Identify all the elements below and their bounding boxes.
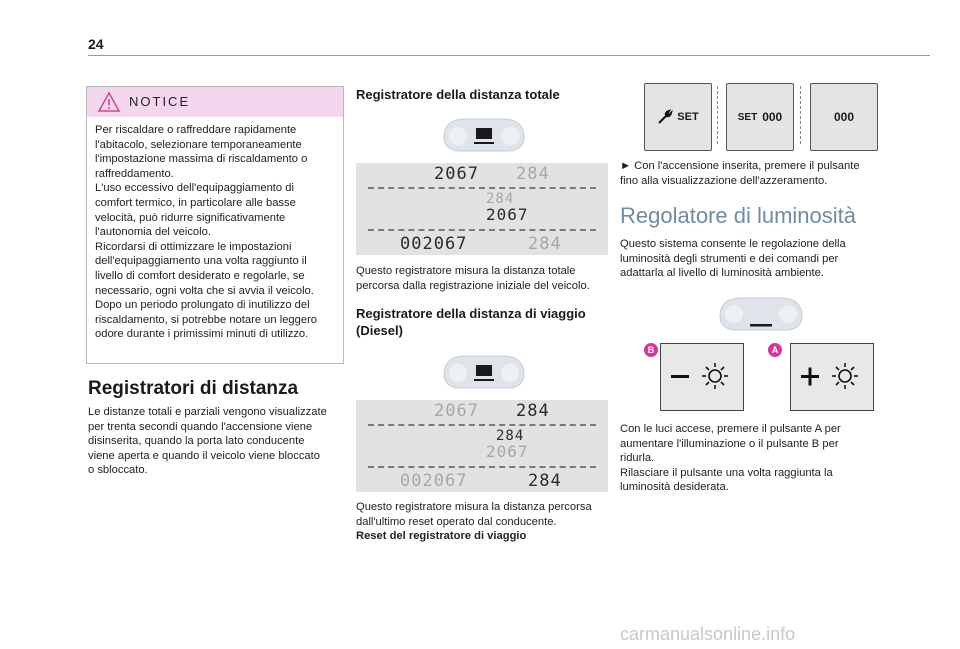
- text-line: Questo sistema consente le regolazione d…: [620, 238, 846, 250]
- text-line: viene aperta e quando il veicolo viene b…: [88, 449, 320, 462]
- text-line: dall'ultimo reset operato dal conducente…: [356, 515, 557, 528]
- set-000-button[interactable]: SET 000: [726, 83, 794, 151]
- notice-line: necessario, ogni volta che si avvia il v…: [95, 284, 314, 297]
- minus-sun-icon: [671, 363, 728, 389]
- notice-line: l'autonomia del veicolo.: [95, 226, 211, 239]
- dashed-separator: [368, 424, 596, 426]
- wrench-icon: [658, 109, 674, 124]
- dashed-separator: [368, 229, 596, 231]
- text-line: fino alla visualizzazione dell'azzeramen…: [620, 174, 828, 187]
- brightness-decrease-button[interactable]: [660, 343, 744, 411]
- text-line: luminosità desiderata.: [620, 481, 729, 494]
- section-title-distance: Registratori di distanza: [88, 378, 299, 399]
- notice-line: raffreddamento.: [95, 167, 174, 180]
- text-line: ► Con l'accensione inserita, premere il …: [620, 160, 860, 172]
- luminosity-intro: Questo sistema consente le regolazione d…: [620, 237, 920, 281]
- notice-line: dell'equipaggiamento una volta raggiunto…: [95, 255, 307, 268]
- dashed-separator: [368, 187, 596, 189]
- trip-caption: Questo registratore misura la distanza p…: [356, 500, 614, 544]
- text-line: aumentare l'illuminazione o il pulsante …: [620, 437, 839, 450]
- odo-value: 284: [528, 234, 562, 254]
- set-label: SET: [677, 111, 699, 123]
- tag-a: A: [768, 343, 782, 357]
- total-odometer-display: 2067 284 284 2067 002067 284: [356, 163, 608, 255]
- total-odometer-title: Registratore della distanza totale: [356, 87, 560, 102]
- notice-line: Dopo un periodo prolungato di inutilizzo…: [95, 299, 310, 312]
- warning-icon: [97, 91, 121, 112]
- text-line: percorsa dalla registrazione iniziale de…: [356, 279, 590, 292]
- text-line: Con le luci accese, premere il pulsante …: [620, 423, 841, 435]
- odo-value: 002067: [400, 471, 468, 491]
- odo-value: 2067: [434, 164, 479, 184]
- dashed-separator: [717, 86, 718, 144]
- odo-value: 284: [486, 191, 515, 207]
- notice-box: NOTICE Per riscaldare o raffreddare rapi…: [86, 86, 344, 364]
- notice-line: l'abitacolo, selezionare temporaneamente: [95, 138, 302, 151]
- instrument-cluster-icon: [443, 355, 525, 389]
- notice-title: NOTICE: [129, 94, 191, 109]
- notice-line: riscaldamento, si potrebbe notare un leg…: [95, 313, 318, 326]
- odo-value: 284: [516, 401, 550, 421]
- luminosity-title: Regolatore di luminosità: [620, 203, 857, 228]
- reset-instruction: ► Con l'accensione inserita, premere il …: [620, 159, 920, 188]
- set-label: SET: [737, 111, 758, 123]
- odo-value: 002067: [400, 234, 468, 254]
- section-distance-text: Le distanze totali e parziali vengono vi…: [88, 405, 348, 478]
- text-line: Questo registratore misura la distanza p…: [356, 501, 592, 513]
- notice-line: velocità, può ridurre significativamente: [95, 211, 286, 224]
- notice-header: NOTICE: [87, 87, 343, 117]
- text-line: o sbloccato.: [88, 464, 148, 477]
- page-number: 24: [88, 36, 104, 52]
- top-divider: [88, 55, 930, 56]
- reset-heading: Reset del registratore di viaggio: [356, 530, 527, 543]
- odo-value: 2067: [486, 442, 529, 461]
- notice-line: odore durante i primissimi minuti di uti…: [95, 328, 309, 341]
- odo-value: 2067: [486, 205, 529, 224]
- tag-b: B: [644, 343, 658, 357]
- instrument-cluster-icon: [719, 297, 803, 331]
- reset-000-button[interactable]: 000: [810, 83, 878, 151]
- title-line: (Diesel): [356, 323, 403, 338]
- notice-line: comfort termico, in particolare alle bas…: [95, 196, 296, 209]
- dashed-separator: [368, 466, 596, 468]
- odo-value: 2067: [434, 401, 479, 421]
- plus-sun-icon: [801, 363, 858, 389]
- dashed-separator: [800, 86, 801, 144]
- text-line: per trenta secondi quando l'accensione v…: [88, 420, 313, 433]
- title-line: Registratore della distanza di viaggio: [356, 306, 586, 321]
- reset-value: 000: [762, 110, 783, 124]
- text-line: Rilasciare il pulsante una volta raggiun…: [620, 466, 833, 479]
- notice-body: Per riscaldare o raffreddare rapidamente…: [87, 117, 343, 342]
- set-button-wrench[interactable]: SET: [644, 83, 712, 151]
- notice-line: L'uso eccessivo dell'equipaggiamento di: [95, 182, 294, 195]
- text-line: adattarla al livello di luminosità ambie…: [620, 267, 824, 280]
- luminosity-instructions: Con le luci accese, premere il pulsante …: [620, 422, 920, 495]
- text-line: disinserita, quando la porta lato conduc…: [88, 435, 305, 448]
- notice-line: livello di comfort desiderato e regolarl…: [95, 269, 305, 282]
- odo-value: 284: [528, 471, 562, 491]
- instrument-cluster-icon: [443, 118, 525, 152]
- text-line: Questo registratore misura la distanza t…: [356, 265, 576, 277]
- notice-line: l'impostazione massima di riscaldamento …: [95, 153, 308, 166]
- odo-value: 284: [516, 164, 550, 184]
- footer-watermark: carmanualsonline.info: [620, 624, 796, 644]
- brightness-increase-button[interactable]: [790, 343, 874, 411]
- text-line: ridurla.: [620, 452, 655, 465]
- total-caption: Questo registratore misura la distanza t…: [356, 264, 614, 293]
- trip-odometer-display: 2067 284 284 2067 002067 284: [356, 400, 608, 492]
- text-line: luminosità degli strumenti e dei comandi…: [620, 252, 839, 265]
- notice-line: Per riscaldare o raffreddare rapidamente: [95, 124, 297, 136]
- odo-value: 284: [496, 428, 525, 444]
- text-line: Le distanze totali e parziali vengono vi…: [88, 406, 327, 418]
- trip-odometer-title: Registratore della distanza di viaggio (…: [356, 305, 616, 339]
- notice-line: Ricordarsi di ottimizzare le impostazion…: [95, 240, 292, 253]
